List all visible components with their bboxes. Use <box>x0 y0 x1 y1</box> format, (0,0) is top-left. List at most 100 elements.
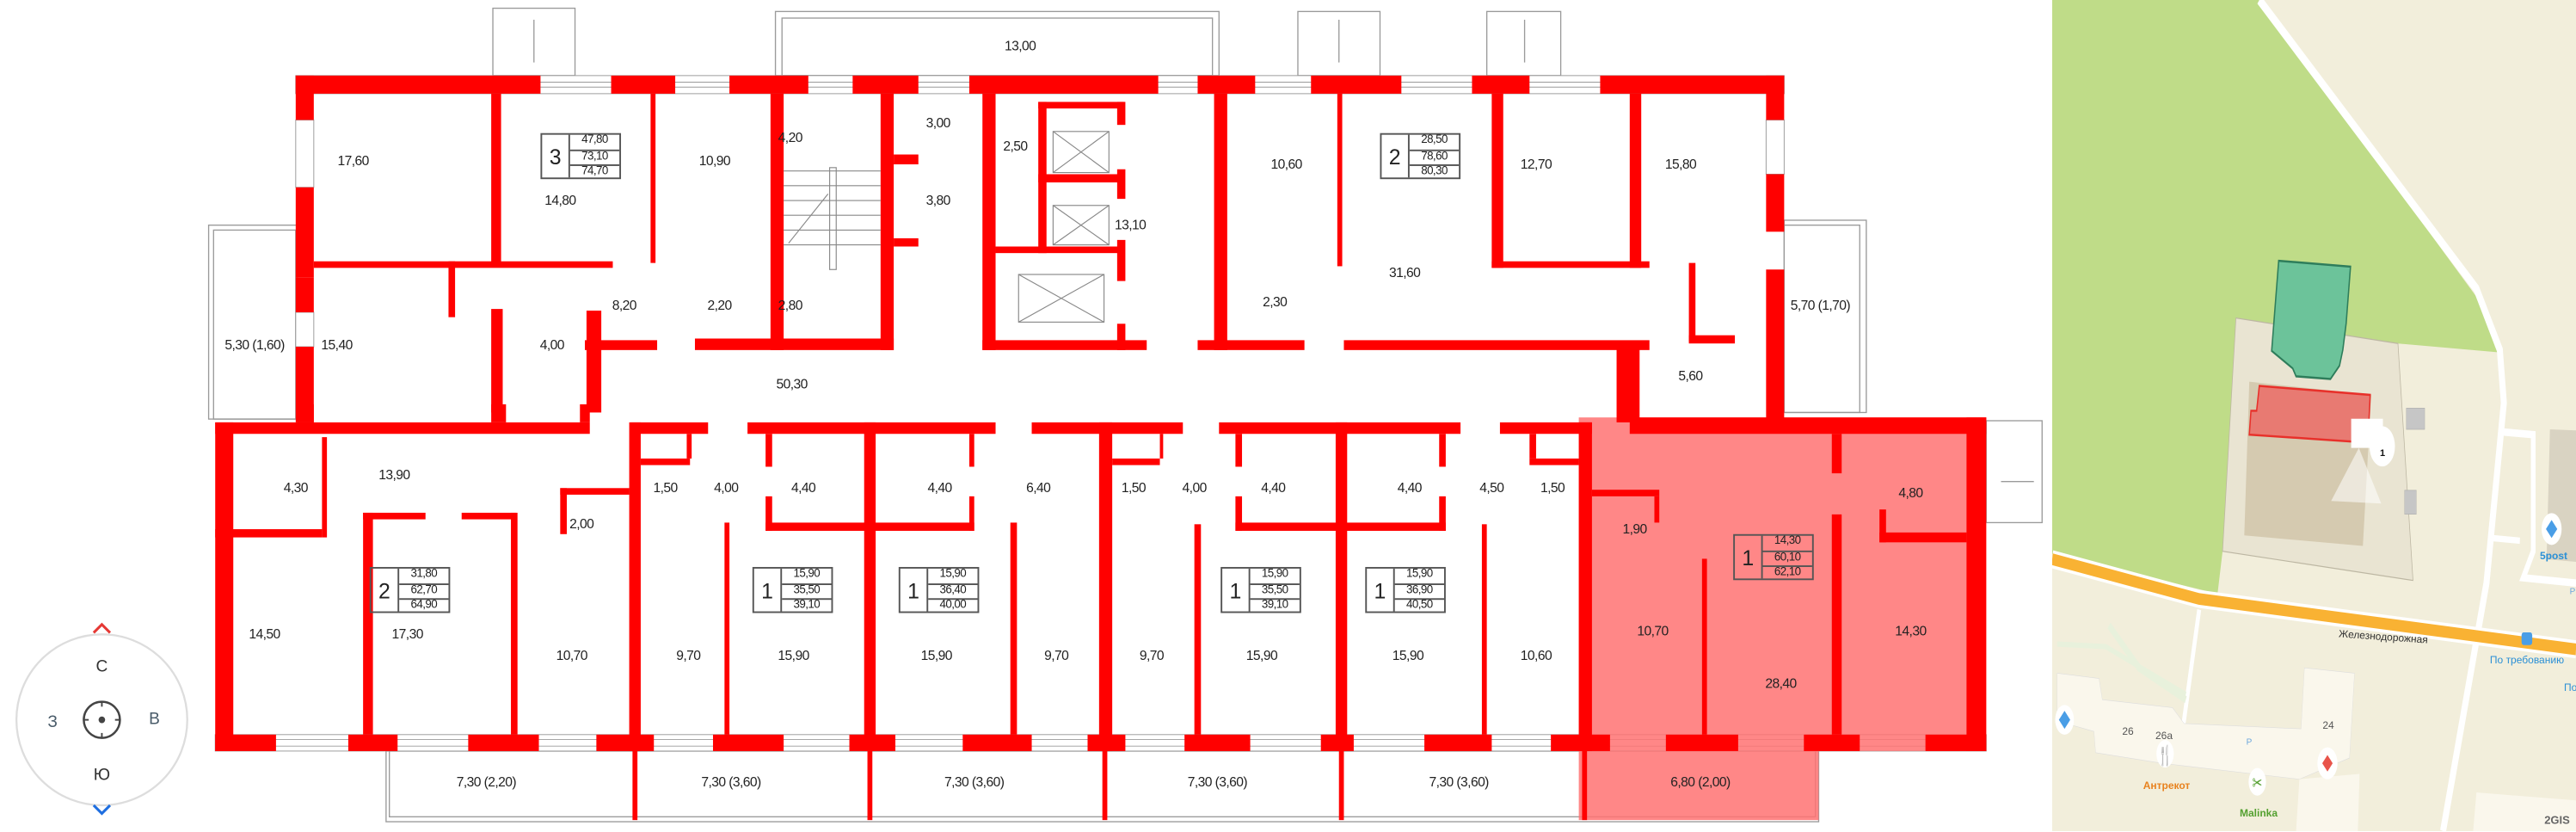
balcony-area-label: 7,30 (3,60) <box>1429 774 1489 790</box>
room-area-label: 4,00 <box>1182 480 1208 496</box>
apartment-room-count: 1 <box>1222 568 1251 612</box>
selected-apartment-highlight[interactable] <box>1578 417 1987 821</box>
room-area-label: 4,00 <box>539 337 565 353</box>
scissors-icon: ✂ <box>2253 772 2263 793</box>
building-selected <box>2248 385 2371 444</box>
apartment-room-count: 1 <box>754 568 783 612</box>
rotate-up-arrow-icon[interactable] <box>92 621 112 634</box>
house-number-26: 26 <box>2122 725 2134 737</box>
parking-label-2: P <box>2569 587 2576 597</box>
room-area-label: 10,70 <box>1637 623 1669 639</box>
apartment-total-with-balcony: 62,10 <box>1774 567 1801 579</box>
entrance-number[interactable]: 1 <box>2379 448 2386 459</box>
parking-label: P <box>2246 737 2253 748</box>
map-canvas[interactable]: 🍴 ✂ <box>2052 0 2576 831</box>
apartment-living-area: 15,90 <box>1394 569 1444 585</box>
room-area-label: 12,70 <box>1520 157 1552 172</box>
room-area-label: 4,00 <box>714 480 739 496</box>
elevator-shafts <box>784 131 1110 323</box>
room-area-label: 50,30 <box>776 377 808 392</box>
apartment-total-with-balcony: 40,50 <box>1406 600 1433 612</box>
apartment-room-count: 1 <box>1367 568 1395 612</box>
location-map[interactable]: 🍴 ✂ 1 Железнодорожная По требованию По т… <box>2052 0 2576 831</box>
room-area-label: 9,70 <box>1139 648 1165 663</box>
room-area-label: 6,40 <box>1026 480 1051 496</box>
apartment-living-area: 28,50 <box>1409 135 1460 151</box>
apartment-living-area: 14,30 <box>1762 536 1812 552</box>
apartment-room-count: 1 <box>1735 535 1763 579</box>
compass-south: Ю <box>93 767 111 786</box>
restaurant-fork-icon: 🍴 <box>2158 744 2173 767</box>
room-area-label: 10,70 <box>556 648 588 663</box>
room-area-label: 17,60 <box>337 153 370 169</box>
room-area-label: 15,90 <box>920 648 953 663</box>
room-area-label: 9,70 <box>676 648 701 663</box>
room-area-label: 15,90 <box>1245 648 1278 663</box>
road-zheleznodorozhnaya <box>2052 553 2576 656</box>
balcony-area-label: 6,80 (2,00) <box>1670 774 1731 790</box>
room-area-label: 1,90 <box>1622 521 1647 537</box>
poi-restaurant[interactable]: Антрекот <box>2143 780 2191 792</box>
apartment-total-with-balcony: 74,70 <box>581 166 608 178</box>
compass-north: С <box>95 657 108 677</box>
bus-stop-label-2[interactable]: По тре <box>2564 681 2576 693</box>
apartment-total-with-balcony: 64,90 <box>410 600 438 612</box>
room-area-label: 15,90 <box>778 648 809 663</box>
staircase <box>784 167 881 270</box>
room-area-label: 17,30 <box>391 626 424 642</box>
apartment-living-area: 31,80 <box>399 569 449 585</box>
room-area-label: 4,80 <box>1898 485 1923 501</box>
room-area-label: 14,50 <box>249 626 280 642</box>
brand-logo[interactable]: 2GIS <box>2544 813 2570 827</box>
room-area-label: 5,70 (1,70) <box>1790 298 1851 313</box>
poi-5post[interactable]: 5post <box>2539 550 2568 562</box>
apartment-total-area: 35,50 <box>1250 584 1300 601</box>
view-cone <box>2331 447 2382 504</box>
room-area-label: 10,60 <box>1270 157 1302 172</box>
building-neighbor <box>2271 259 2352 380</box>
room-area-label: 3,00 <box>925 115 951 131</box>
apartment-total-with-balcony: 80,30 <box>1421 166 1448 178</box>
bus-stop-label[interactable]: По требованию <box>2489 654 2565 666</box>
room-area-label: 4,40 <box>927 480 952 496</box>
room-area-label: 15,80 <box>1664 157 1697 172</box>
room-area-label: 10,60 <box>1520 648 1552 663</box>
house-number-26a: 26а <box>2155 730 2173 742</box>
apartment-room-count: 1 <box>901 568 929 612</box>
room-area-label: 13,10 <box>1115 218 1147 233</box>
apartment-total-area: 60,10 <box>1762 552 1812 568</box>
room-area-label: 8,20 <box>612 298 637 313</box>
apartment-total-area: 62,70 <box>399 584 449 601</box>
apartment-living-area: 47,80 <box>569 135 620 151</box>
room-area-label: 2,80 <box>778 298 803 313</box>
apartment-total-with-balcony: 39,10 <box>793 600 821 612</box>
room-area-label: 5,60 <box>1678 368 1703 385</box>
apartment-living-area: 15,90 <box>928 569 978 585</box>
room-area-label: 4,50 <box>1479 480 1504 496</box>
poi-salon[interactable]: Malinka <box>2239 807 2278 819</box>
room-area-label: 31,60 <box>1388 265 1421 280</box>
apartment-total-area: 73,10 <box>569 151 620 167</box>
compass-west: З <box>47 713 58 732</box>
room-area-label: 4,30 <box>283 480 309 496</box>
5post-diamond-icon <box>2546 520 2558 539</box>
house-number-24: 24 <box>2322 719 2334 731</box>
apartment-living-area: 15,90 <box>782 569 832 585</box>
room-area-label: 5,30 (1,60) <box>224 337 285 353</box>
room-area-label: 28,40 <box>1765 676 1797 692</box>
entrance-marker[interactable] <box>2369 426 2395 467</box>
room-area-label: 4,40 <box>1397 480 1423 496</box>
compass[interactable]: С Ю З В <box>11 622 192 816</box>
road-side <box>2257 0 2507 831</box>
rotate-down-arrow-icon[interactable] <box>92 804 112 817</box>
room-area-label: 13,00 <box>1005 38 1036 54</box>
